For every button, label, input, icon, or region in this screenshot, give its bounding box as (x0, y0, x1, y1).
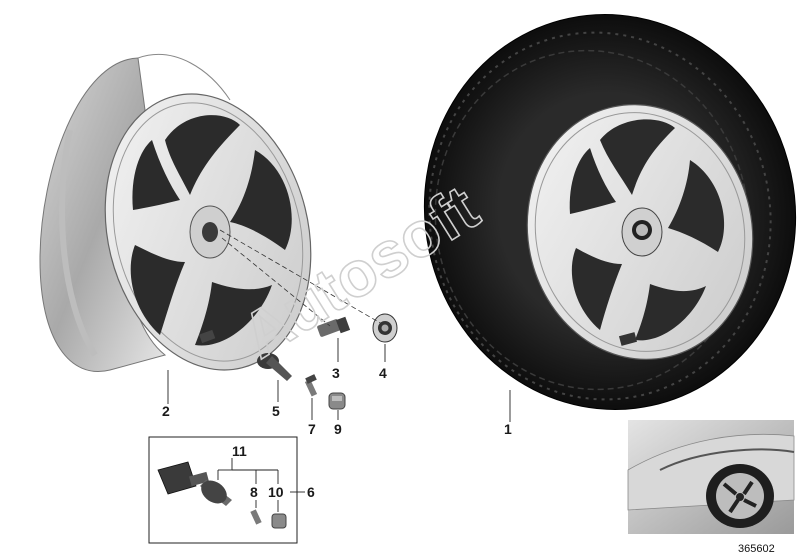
valve-cap-part-9 (328, 392, 346, 410)
wheel-part-1 (423, 14, 797, 410)
callout-3: 3 (332, 365, 340, 381)
assembly-axis-lines (219, 229, 383, 327)
callout-10: 10 (268, 484, 284, 500)
callout-11: 11 (232, 443, 247, 459)
callout-1: 1 (504, 421, 512, 437)
vehicle-photo (627, 420, 795, 534)
callout-2: 2 (162, 403, 170, 419)
rim-part-2 (39, 53, 312, 372)
reference-number: 365602 (738, 543, 775, 555)
wheel-bolt-part-3 (317, 316, 351, 337)
callout-7: 7 (308, 421, 316, 437)
valve-insert-part-7 (304, 374, 318, 397)
valve-part-5 (257, 353, 292, 381)
callout-9: 9 (334, 421, 342, 437)
callout-6: 6 (307, 484, 315, 500)
leader-lines (167, 338, 511, 422)
hub-cap-part-4 (372, 313, 398, 343)
callout-8: 8 (250, 484, 258, 500)
sensor-kit-box (148, 436, 305, 544)
callout-5: 5 (272, 403, 280, 419)
callout-4: 4 (379, 365, 387, 381)
